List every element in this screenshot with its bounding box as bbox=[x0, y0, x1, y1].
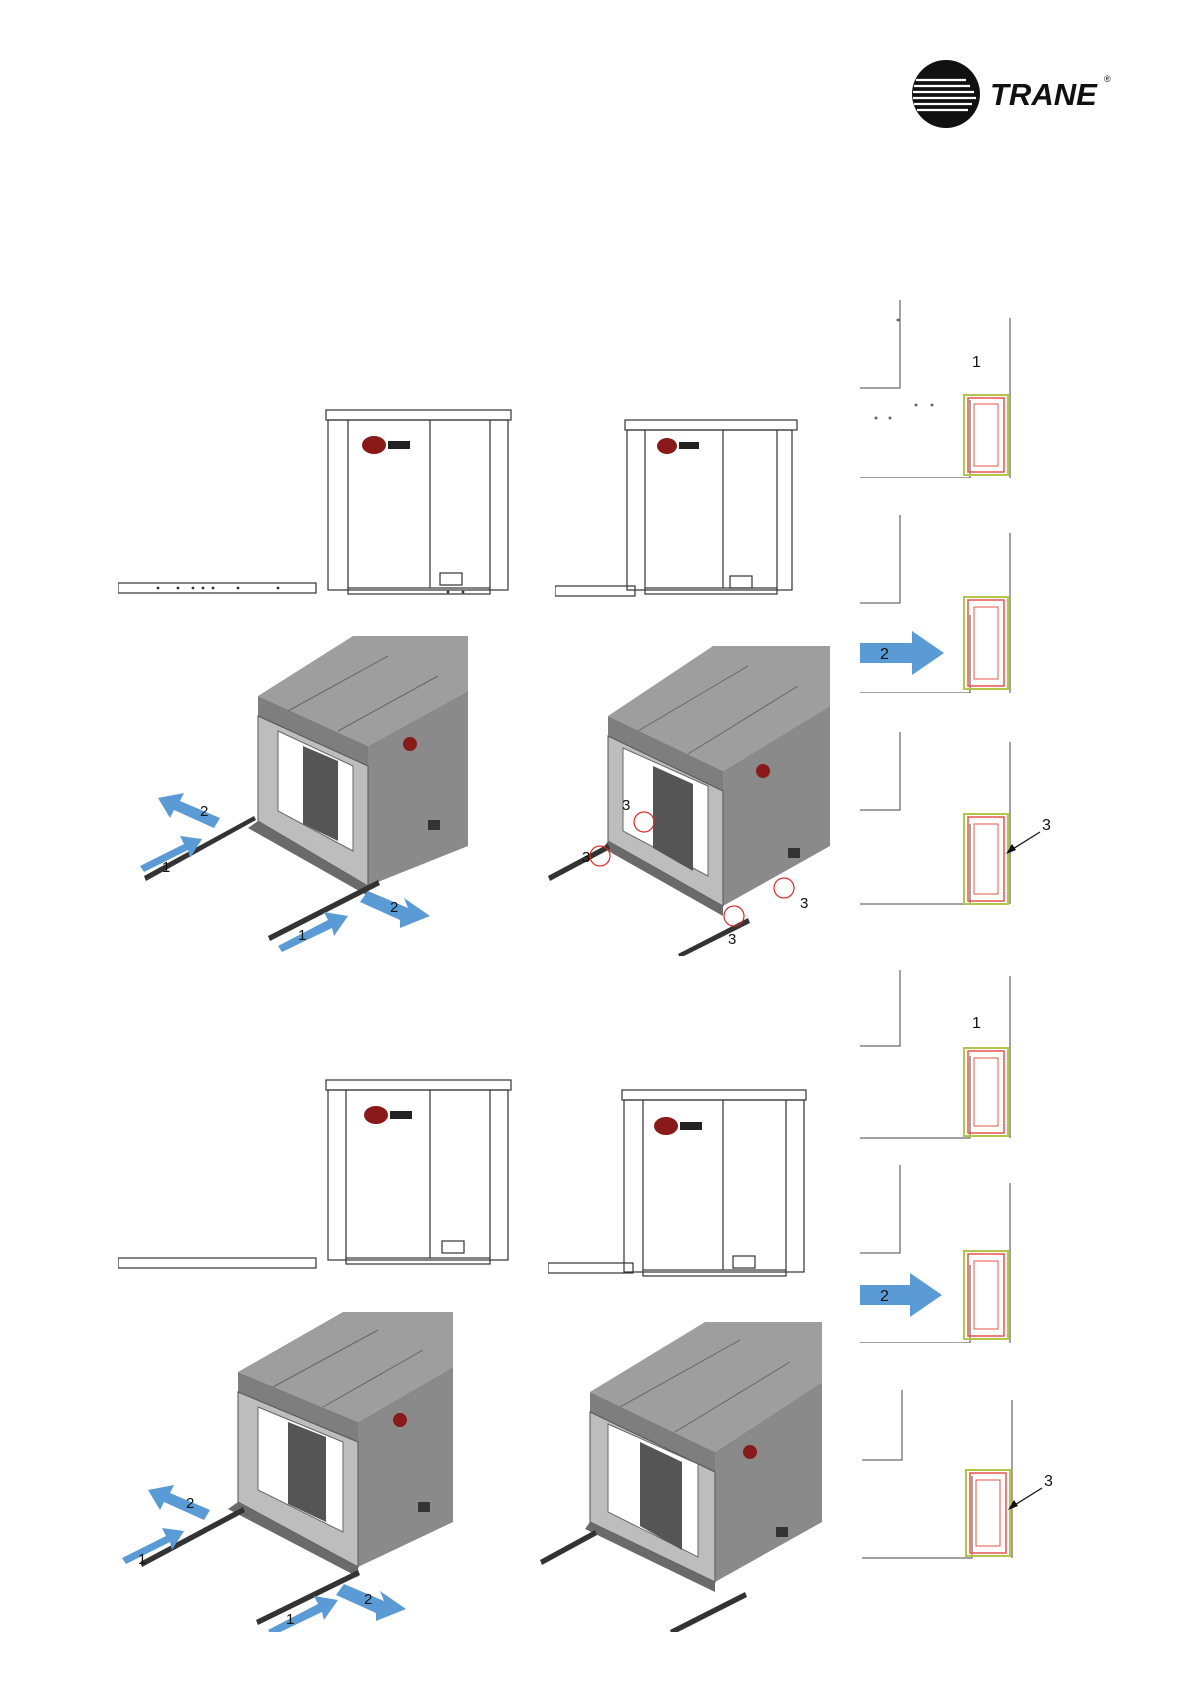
trane-badge-icon bbox=[743, 1445, 757, 1459]
label-1-right: 1 bbox=[298, 927, 306, 944]
label-2-right: 2 bbox=[390, 899, 398, 916]
trane-logo: TRANE ® bbox=[910, 58, 1120, 130]
detail-label-3: 3 bbox=[1042, 817, 1051, 834]
marker-circle bbox=[774, 878, 794, 898]
detail-label-1: 1 bbox=[972, 1015, 981, 1032]
elevation-rail-engaged-top bbox=[555, 418, 800, 603]
elevation-rail-separate-top bbox=[118, 408, 513, 603]
unit-3d-rail-insertion-top: 1 2 1 2 bbox=[138, 636, 480, 956]
label-3-a: 3 bbox=[622, 797, 630, 814]
label-1-right: 1 bbox=[286, 1611, 294, 1628]
unit-3d-rail-engaged-top: 3 3 3 3 bbox=[548, 636, 830, 956]
elevation-rail-separate-bottom bbox=[118, 1078, 513, 1273]
label-2-right: 2 bbox=[364, 1591, 372, 1608]
detail-step-1-bottom: 1 bbox=[860, 970, 1020, 1140]
arrow-push-right bbox=[860, 1273, 942, 1317]
trane-badge-icon bbox=[403, 737, 417, 751]
detail-step-3-top: 3 bbox=[860, 732, 1060, 910]
trane-badge-icon bbox=[756, 764, 770, 778]
arrow-push-right bbox=[860, 631, 944, 675]
pointer-arrow-icon bbox=[1008, 1488, 1042, 1510]
label-3-c: 3 bbox=[728, 931, 736, 948]
label-1-left: 1 bbox=[138, 1551, 146, 1568]
detail-label-3: 3 bbox=[1044, 1473, 1053, 1490]
unit-3d-rail-insertion-bottom: 1 2 1 2 bbox=[118, 1312, 463, 1632]
detail-label-2: 2 bbox=[880, 1288, 889, 1305]
detail-label-1: 1 bbox=[972, 354, 981, 371]
label-1-left: 1 bbox=[162, 859, 170, 876]
trane-globe-icon bbox=[912, 60, 980, 128]
registered-mark: ® bbox=[1104, 74, 1111, 84]
label-3-b: 3 bbox=[582, 849, 590, 866]
detail-step-3-bottom: 3 bbox=[862, 1390, 1062, 1560]
elevation-rail-engaged-bottom bbox=[548, 1088, 808, 1283]
marker-circle bbox=[724, 906, 744, 926]
trane-badge-icon bbox=[364, 1106, 412, 1124]
trane-badge-icon bbox=[362, 436, 410, 454]
trane-wordmark: TRANE bbox=[990, 77, 1098, 112]
detail-step-2-top: 2 bbox=[860, 515, 1020, 693]
label-2-left: 2 bbox=[186, 1495, 194, 1512]
label-3-d: 3 bbox=[800, 895, 808, 912]
trane-badge-icon bbox=[657, 438, 699, 454]
arrow-remove-left bbox=[158, 793, 220, 828]
detail-label-2: 2 bbox=[880, 646, 889, 663]
trane-badge-icon bbox=[654, 1117, 702, 1135]
arrow-remove-left bbox=[148, 1485, 210, 1520]
unit-3d-rail-engaged-bottom bbox=[540, 1312, 830, 1632]
detail-step-2-bottom: 2 bbox=[860, 1165, 1020, 1343]
trane-badge-icon bbox=[393, 1413, 407, 1427]
label-2-left: 2 bbox=[200, 803, 208, 820]
detail-step-1-top: 1 bbox=[860, 300, 1020, 478]
pointer-arrow-icon bbox=[1006, 832, 1040, 854]
